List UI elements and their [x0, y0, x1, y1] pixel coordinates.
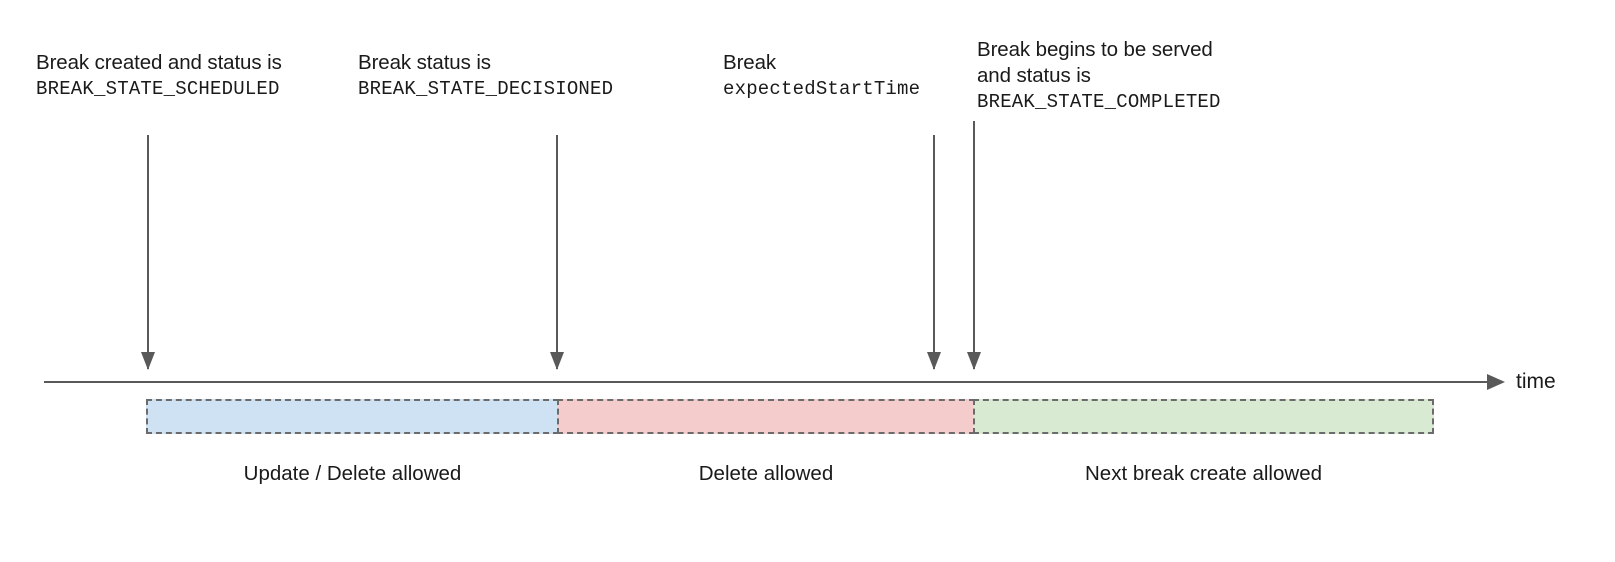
annotation-line: and status is: [977, 64, 1091, 87]
annotation-line-code: BREAK_STATE_SCHEDULED: [36, 78, 280, 100]
phase-caption-update-delete: Update / Delete allowed: [243, 462, 462, 485]
arrow-stem: [933, 135, 935, 369]
arrow-down-icon: [967, 352, 981, 370]
annotation-line: Break begins to be served: [977, 38, 1213, 61]
pointer-arrow-decisioned: [549, 135, 565, 370]
annotation-line-code: BREAK_STATE_COMPLETED: [977, 91, 1221, 113]
annotation-decisioned: Break status is BREAK_STATE_DECISIONED: [358, 50, 613, 102]
time-axis-label: time: [1516, 370, 1556, 393]
arrow-stem: [556, 135, 558, 369]
annotation-completed: Break begins to be served and status is …: [977, 37, 1221, 115]
annotation-line-code: BREAK_STATE_DECISIONED: [358, 78, 614, 100]
annotation-scheduled: Break created and status is BREAK_STATE_…: [36, 50, 282, 102]
phase-caption-delete: Delete allowed: [698, 462, 834, 485]
pointer-arrow-completed: [966, 121, 982, 370]
arrow-down-icon: [550, 352, 564, 370]
arrow-stem: [147, 135, 149, 369]
pointer-arrow-scheduled: [140, 135, 156, 370]
annotation-line: Break status is: [358, 51, 491, 74]
time-axis-line: [44, 381, 1494, 383]
phase-bar-next-break-create: [973, 399, 1434, 434]
arrow-right-icon: [1487, 374, 1505, 390]
arrow-stem: [973, 121, 975, 369]
arrow-down-icon: [141, 352, 155, 370]
phase-bar-update-delete: [146, 399, 559, 434]
annotation-line-code: expectedStartTime: [723, 78, 921, 100]
arrow-down-icon: [927, 352, 941, 370]
annotation-line: Break created and status is: [36, 51, 282, 74]
phase-caption-next-break-create: Next break create allowed: [1084, 462, 1322, 485]
annotation-expected-start-time: Break expectedStartTime: [723, 50, 920, 102]
phase-bar-delete: [557, 399, 975, 434]
pointer-arrow-expected-start-time: [926, 135, 942, 370]
annotation-line: Break: [723, 51, 777, 74]
